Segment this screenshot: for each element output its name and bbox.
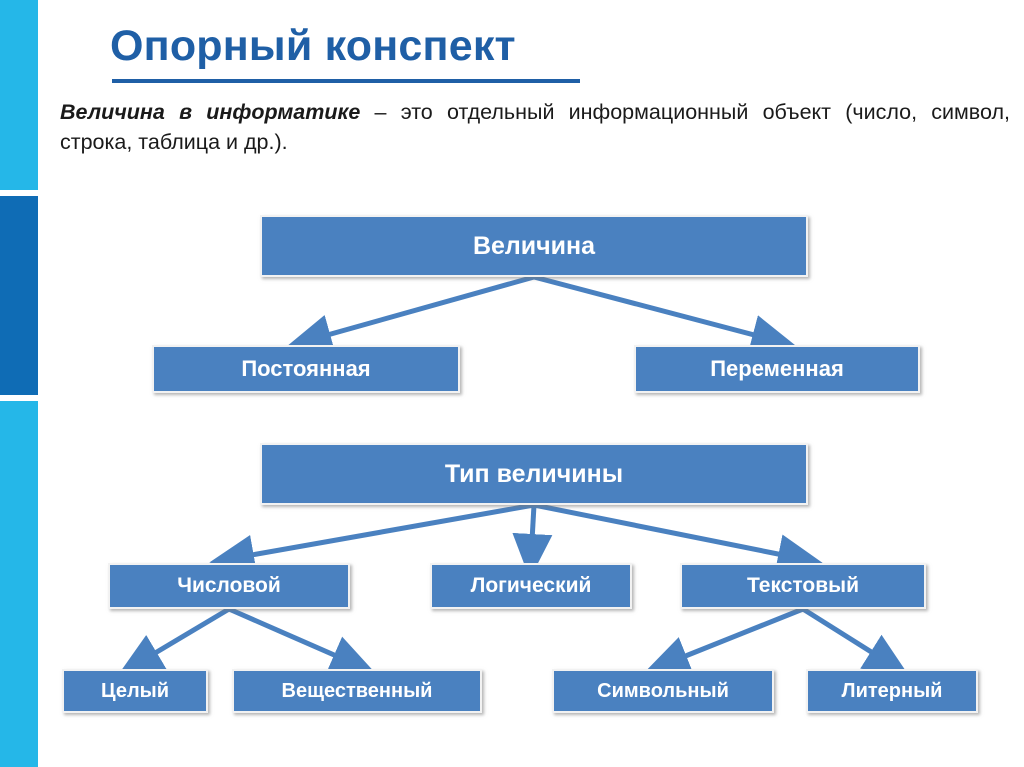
diagram-node-chislovoy: Числовой (108, 563, 350, 609)
intro-lead-term: Величина в информатике (60, 100, 361, 124)
connector-tip-to-tekstovyy (533, 502, 823, 574)
left-stripe-gap-lower (0, 395, 38, 401)
diagram-node-label: Величина (472, 231, 596, 260)
intro-rest-text: – это отдельный информационный объект (ч… (60, 100, 1010, 154)
diagram-node-peremennaya: Переменная (634, 345, 920, 393)
connector-chislovoy-to-tselyy (117, 606, 231, 676)
connector-chislovoy-to-veshchestv (227, 606, 376, 674)
left-stripe-gap-upper (0, 190, 38, 196)
title-underline (112, 79, 580, 83)
diagram-node-veshchestv: Вещественный (232, 669, 482, 713)
page-title: Опорный конспект (110, 22, 516, 70)
diagram-node-postoyannaya: Постоянная (152, 345, 460, 393)
intro-paragraph: Величина в информатике – это отдельный и… (60, 97, 1010, 157)
diagram-node-label: Числовой (177, 574, 281, 597)
diagram-node-liternyy: Литерный (806, 669, 978, 713)
connector-velichina-to-peremennaya (533, 274, 797, 354)
diagram-node-tekstovyy: Текстовый (680, 563, 926, 609)
connector-tekstovyy-to-simvolnyy (644, 606, 804, 675)
diagram-node-label: Вещественный (281, 679, 433, 702)
diagram-node-label: Текстовый (747, 574, 859, 597)
diagram-node-tselyy: Целый (62, 669, 208, 713)
diagram-node-label: Логический (470, 574, 592, 597)
diagram-node-label: Символьный (597, 679, 729, 702)
diagram-node-label: Переменная (710, 356, 844, 381)
diagram-node-tip: Тип величины (260, 443, 808, 505)
connector-tip-to-chislovoy (209, 502, 535, 575)
diagram-node-simvolnyy: Символьный (552, 669, 774, 713)
diagram-node-label: Тип величины (444, 459, 624, 488)
diagram-node-label: Целый (100, 679, 170, 702)
left-stripe-cyan-top (0, 0, 38, 196)
connector-tekstovyy-to-liternyy (801, 606, 909, 676)
connector-tip-to-logicheskiy (512, 504, 553, 579)
left-stripe-cyan-bottom (0, 401, 38, 767)
diagram-node-velichina: Величина (260, 215, 808, 277)
diagram-node-label: Постоянная (241, 356, 371, 381)
left-stripe-blue-middle (0, 196, 38, 401)
connector-velichina-to-postoyannaya (286, 274, 535, 354)
diagram-node-label: Литерный (841, 679, 943, 702)
diagram-node-logicheskiy: Логический (430, 563, 632, 609)
